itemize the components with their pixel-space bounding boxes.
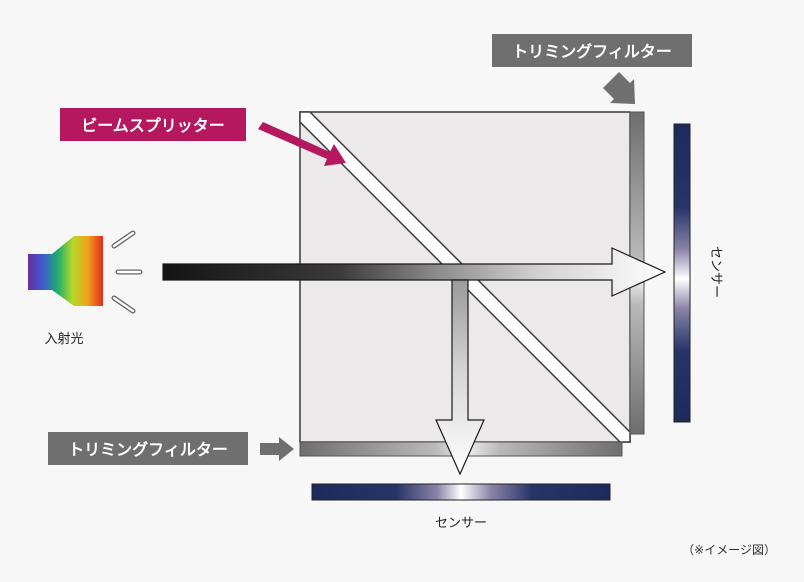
svg-text:トリミングフィルター: トリミングフィルター bbox=[512, 42, 672, 61]
sensor-right-label: センサー bbox=[708, 246, 723, 298]
beam-splitter-label: ビームスプリッター bbox=[60, 108, 246, 141]
sensor-bottom-label: センサー bbox=[435, 516, 487, 531]
beam-splitter-arrow bbox=[258, 122, 346, 166]
svg-text:トリミングフィルター: トリミングフィルター bbox=[68, 440, 228, 459]
sensor-right bbox=[673, 123, 691, 423]
image-note: （※イメージ図） bbox=[682, 543, 776, 557]
reflected-light-beam bbox=[435, 279, 485, 476]
trimming-filter-top-label: トリミングフィルター bbox=[492, 34, 692, 67]
incident-light-beam bbox=[162, 247, 667, 297]
trimming-filter-bottom-arrow bbox=[260, 437, 294, 461]
sensor-bottom bbox=[311, 483, 611, 501]
incident-light-label: 入射光 bbox=[44, 331, 83, 347]
spectrum-light-source-icon bbox=[28, 230, 143, 314]
svg-text:ビームスプリッター: ビームスプリッター bbox=[81, 116, 225, 135]
trimming-filter-bottom-label: トリミングフィルター bbox=[48, 432, 248, 465]
trimming-filter-top-arrow bbox=[603, 72, 635, 104]
